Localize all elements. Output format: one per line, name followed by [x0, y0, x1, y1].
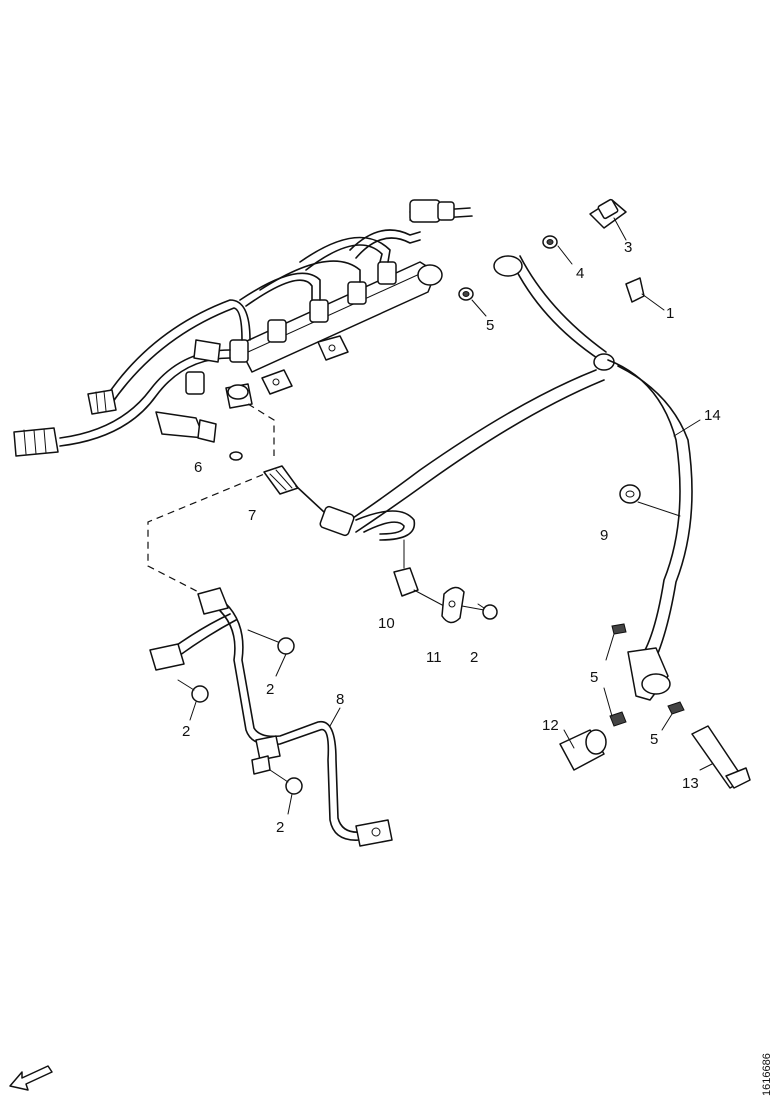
callout-2-upper-right: 2: [266, 681, 274, 698]
front-direction-arrow-icon: [9, 1065, 53, 1091]
adaptor-part-7: [263, 465, 325, 513]
reference-dashed-lines: [147, 403, 275, 601]
callout-1: 1: [666, 305, 674, 322]
document-number: 1616686: [761, 1053, 773, 1096]
washer-part-5-right-upper: [605, 623, 627, 661]
o-ring-part-6: [229, 451, 243, 461]
bolt-part-2-left: [177, 679, 209, 721]
clip-part-9: [619, 484, 681, 517]
bracket-part-11: [441, 586, 485, 624]
callout-7: 7: [248, 507, 256, 524]
callout-3: 3: [624, 239, 632, 256]
banjo-bolt-part-13: [691, 725, 751, 789]
bolt-part-2-upper-right: [247, 629, 295, 677]
callout-6: 6: [194, 459, 202, 476]
callout-8: 8: [336, 691, 344, 708]
return-pipe-part-14: [319, 255, 701, 701]
washer-part-4: [542, 235, 573, 265]
callout-5-far-right: 5: [650, 731, 658, 748]
callout-2-left: 2: [182, 723, 190, 740]
clip-part-1: [625, 277, 665, 311]
callout-10: 10: [378, 615, 395, 632]
callout-9: 9: [600, 527, 608, 544]
callout-labels: 1 3 4 5 14 6 7 9 10 11 2 5 2 2 8 12 5 13…: [182, 239, 721, 836]
washer-part-5-top: [458, 287, 487, 317]
leak-off-pipe-part-8: [149, 587, 393, 847]
fuel-rail-assembly: [13, 199, 473, 457]
callout-12: 12: [542, 717, 559, 734]
bolt-part-2-center: [477, 603, 498, 620]
callout-5-top: 5: [486, 317, 494, 334]
callout-13: 13: [682, 775, 699, 792]
washer-part-5-far-right: [661, 701, 685, 731]
callout-4: 4: [576, 265, 584, 282]
clamp-part-10: [393, 539, 445, 607]
callout-11: 11: [426, 649, 442, 666]
callout-2-center: 2: [470, 649, 478, 666]
callout-2-lower: 2: [276, 819, 284, 836]
washer-part-5-right-lower: [603, 687, 627, 727]
banjo-bolt-part-3: [589, 198, 627, 241]
bolt-part-2-lower: [269, 769, 303, 815]
callout-14: 14: [704, 407, 721, 424]
callout-5-right-upper: 5: [590, 669, 598, 686]
fitting-part-12: [559, 729, 607, 771]
